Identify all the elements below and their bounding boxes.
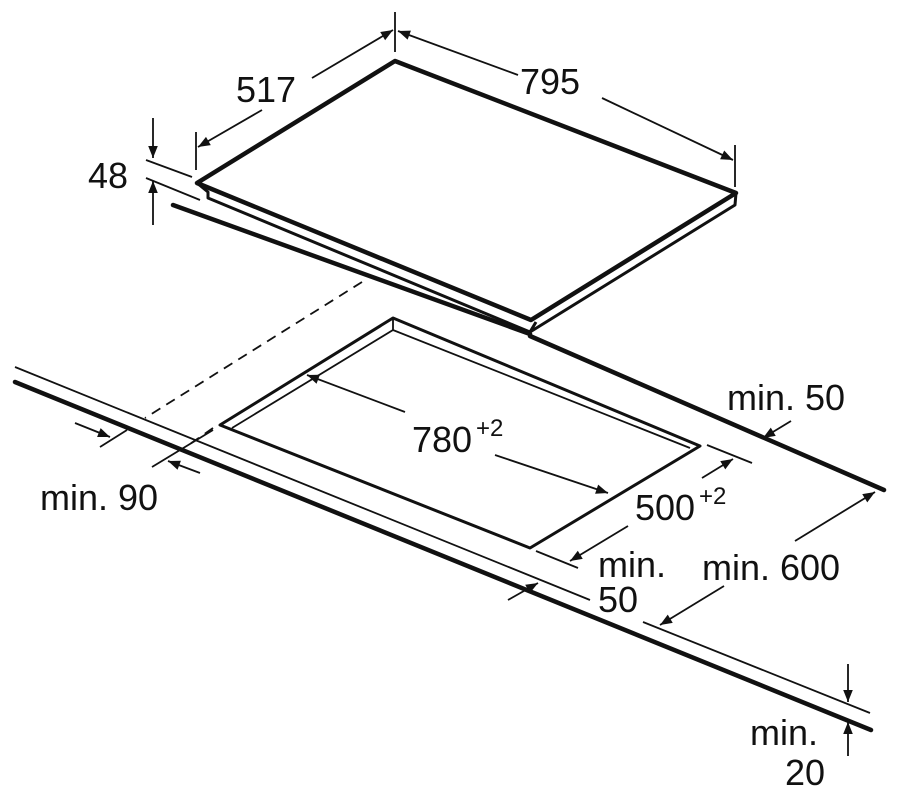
depth-label: 517 [236, 69, 296, 110]
min-depth-label: min. 600 [702, 547, 840, 588]
cutout-depth-tolerance: +2 [699, 483, 726, 510]
countertop [12, 281, 887, 733]
min-thickness-label-2: 20 [785, 752, 825, 793]
cutout-inner-bevel [231, 318, 691, 449]
height-label: 48 [88, 155, 128, 196]
min-side-label: min. 90 [40, 477, 158, 518]
min-front-label-1: min. [598, 544, 666, 585]
dimension-lines [74, 12, 876, 756]
cutout-outline [218, 316, 702, 550]
cutout-width-tolerance: +2 [476, 415, 503, 442]
countertop-front-bottom-edge [12, 379, 874, 733]
min-front-label-2: 50 [598, 579, 638, 620]
hob-plate [170, 58, 739, 337]
min-back-label: min. 50 [727, 377, 845, 418]
hob-underside-edge [170, 202, 533, 337]
countertop-front-top-edge [14, 366, 871, 714]
countertop-back-edge [527, 333, 887, 493]
cutout [218, 316, 702, 550]
countertop-hidden-edge [144, 281, 363, 419]
min-thickness-label-1: min. [750, 712, 818, 753]
hob-frame-edge [196, 181, 738, 334]
width-label: 795 [520, 61, 580, 102]
cutout-depth-label: 500 [635, 487, 695, 528]
cutout-width-label: 780 [412, 419, 472, 460]
